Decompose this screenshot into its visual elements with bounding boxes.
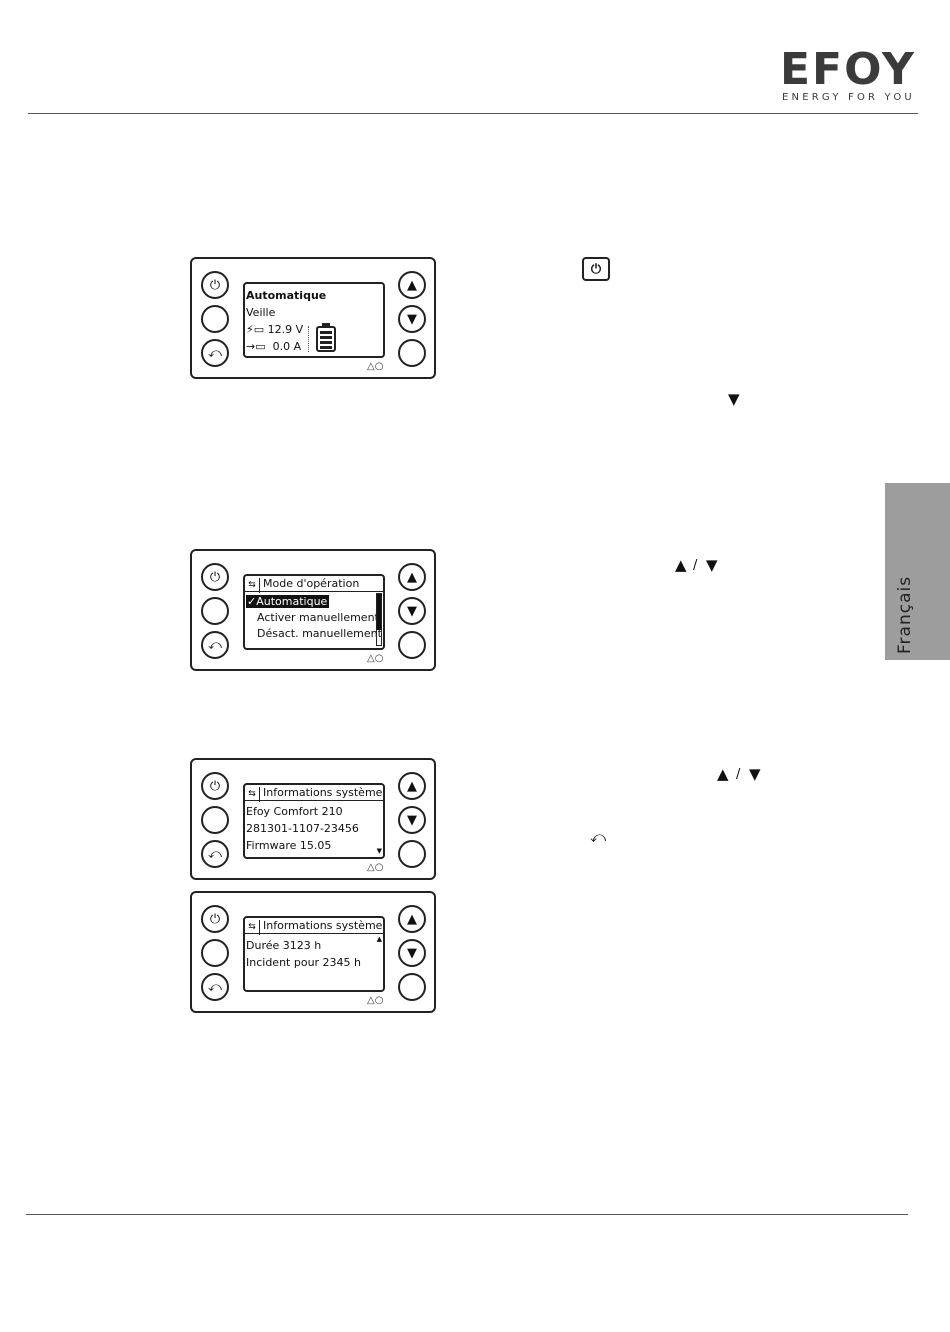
- power-button[interactable]: ⏻: [201, 772, 229, 800]
- device-panel-sysinfo-2: ⏻ ⤺ ▲ ▼ ⇆Informations système ▲ Durée 31…: [190, 891, 436, 1013]
- display-screen: ⇆Informations système ▲ Durée 3123 h Inc…: [243, 916, 385, 992]
- device-panel-status: ⏻ ⤺ ▲ ▼ Automatique Veille ⚡▭ 12.9 V →▭ …: [190, 257, 436, 379]
- device-panel-mode: ⏻ ⤺ ▲ ▼ ⇆Mode d'opération ✓Automatique A…: [190, 549, 436, 671]
- back-button[interactable]: ⤺: [201, 339, 229, 367]
- slash: /: [693, 558, 698, 573]
- info-line: Efoy Comfort 210: [246, 805, 343, 818]
- up-arrow-icon: ▲: [407, 778, 417, 794]
- display-screen: ⇆Mode d'opération ✓Automatique Activer m…: [243, 574, 385, 650]
- down-arrow-icon: ▼: [407, 812, 417, 828]
- back-icon: ⤺: [590, 828, 607, 846]
- display-screen: ⇆Informations système Efoy Comfort 210 2…: [243, 783, 385, 859]
- menu-item[interactable]: Désact. manuellement: [257, 627, 382, 640]
- device-status: Veille: [246, 306, 276, 319]
- device-mark: △○: [367, 995, 384, 1006]
- down-arrow-icon: ▼: [728, 390, 740, 408]
- battery-level-icon: [316, 323, 336, 352]
- back-button[interactable]: ⤺: [201, 631, 229, 659]
- back-icon: ⤺: [208, 979, 222, 995]
- scroll-up-icon: ▲: [376, 935, 382, 943]
- check-icon: ✓: [247, 595, 257, 608]
- device-panel-sysinfo: ⏻ ⤺ ▲ ▼ ⇆Informations système Efoy Comfo…: [190, 758, 436, 880]
- current-row: →▭ 0.0 A: [246, 340, 301, 353]
- display-screen: Automatique Veille ⚡▭ 12.9 V →▭ 0.0 A: [243, 282, 385, 358]
- down-arrow-icon: ▼: [749, 765, 761, 783]
- scroll-down-icon: ▼: [376, 847, 382, 855]
- blank-button[interactable]: [201, 806, 229, 834]
- up-arrow-icon: ▲: [407, 277, 417, 293]
- up-arrow-icon: ▲: [717, 765, 729, 783]
- power-icon: ⏻: [209, 277, 221, 293]
- screen-header-title: Mode d'opération: [263, 577, 360, 590]
- down-button[interactable]: ▼: [398, 939, 426, 967]
- slash: /: [736, 767, 741, 782]
- header-rule: [28, 113, 918, 114]
- back-button[interactable]: ⤺: [201, 973, 229, 1001]
- language-tab-label: Français: [895, 575, 915, 654]
- up-arrow-icon: ▲: [407, 911, 417, 927]
- ok-button[interactable]: [398, 973, 426, 1001]
- down-arrow-icon: ▼: [407, 311, 417, 327]
- device-mark: △○: [367, 653, 384, 664]
- blank-button[interactable]: [201, 939, 229, 967]
- blank-button[interactable]: [201, 305, 229, 333]
- menu-item-selected[interactable]: ✓Automatique: [246, 595, 330, 608]
- voltage-value: 12.9 V: [267, 323, 304, 336]
- screen-header: ⇆Informations système: [245, 785, 383, 802]
- operating-mode: Automatique: [246, 289, 327, 302]
- voltage-row: ⚡▭ 12.9 V: [246, 323, 303, 336]
- header-back-icon: ⇆: [245, 787, 260, 802]
- screen-header-title: Informations système: [263, 786, 383, 799]
- current-value: 0.0 A: [272, 340, 302, 353]
- ok-button[interactable]: [398, 840, 426, 868]
- power-key-icon: ⏻: [582, 257, 610, 281]
- footer-rule: [26, 1214, 908, 1215]
- back-icon: ⤺: [208, 345, 222, 361]
- up-button[interactable]: ▲: [398, 563, 426, 591]
- blank-button[interactable]: [201, 597, 229, 625]
- screen-header: ⇆Mode d'opération: [245, 576, 383, 593]
- info-line: 281301-1107-23456: [246, 822, 359, 835]
- info-line: Incident pour 2345 h: [246, 956, 362, 969]
- down-button[interactable]: ▼: [398, 305, 426, 333]
- menu-item[interactable]: Activer manuellement: [257, 611, 379, 624]
- output-battery-icon: →▭: [246, 340, 266, 353]
- efoy-logo: EFOY ENERGY FOR YOU: [780, 48, 914, 106]
- power-icon: ⏻: [209, 778, 221, 794]
- scrollbar[interactable]: [376, 593, 382, 646]
- logo-word: EFOY: [780, 44, 916, 95]
- down-arrow-icon: ▼: [407, 603, 417, 619]
- power-button[interactable]: ⏻: [201, 905, 229, 933]
- down-arrow-icon: ▼: [407, 945, 417, 961]
- power-button[interactable]: ⏻: [201, 271, 229, 299]
- device-mark: △○: [367, 862, 384, 873]
- up-arrow-icon: ▲: [407, 569, 417, 585]
- up-button[interactable]: ▲: [398, 772, 426, 800]
- header-back-icon: ⇆: [245, 578, 260, 593]
- back-button[interactable]: ⤺: [201, 840, 229, 868]
- back-icon: ⤺: [208, 637, 222, 653]
- up-button[interactable]: ▲: [398, 905, 426, 933]
- language-tab[interactable]: Français: [885, 483, 950, 660]
- down-button[interactable]: ▼: [398, 597, 426, 625]
- charge-battery-icon: ⚡▭: [246, 323, 265, 336]
- divider: [308, 326, 310, 352]
- power-icon: ⏻: [209, 569, 221, 585]
- logo-tagline: ENERGY FOR YOU: [782, 92, 915, 103]
- up-button[interactable]: ▲: [398, 271, 426, 299]
- screen-header: ⇆Informations système: [245, 918, 383, 935]
- header-back-icon: ⇆: [245, 920, 260, 935]
- power-icon: ⏻: [209, 911, 221, 927]
- down-button[interactable]: ▼: [398, 806, 426, 834]
- down-arrow-icon: ▼: [706, 556, 718, 574]
- ok-button[interactable]: [398, 631, 426, 659]
- device-mark: △○: [367, 361, 384, 372]
- power-button[interactable]: ⏻: [201, 563, 229, 591]
- up-arrow-icon: ▲: [675, 556, 687, 574]
- info-line: Durée 3123 h: [246, 939, 322, 952]
- info-line: Firmware 15.05: [246, 839, 332, 852]
- screen-header-title: Informations système: [263, 919, 383, 932]
- back-icon: ⤺: [208, 846, 222, 862]
- ok-button[interactable]: [398, 339, 426, 367]
